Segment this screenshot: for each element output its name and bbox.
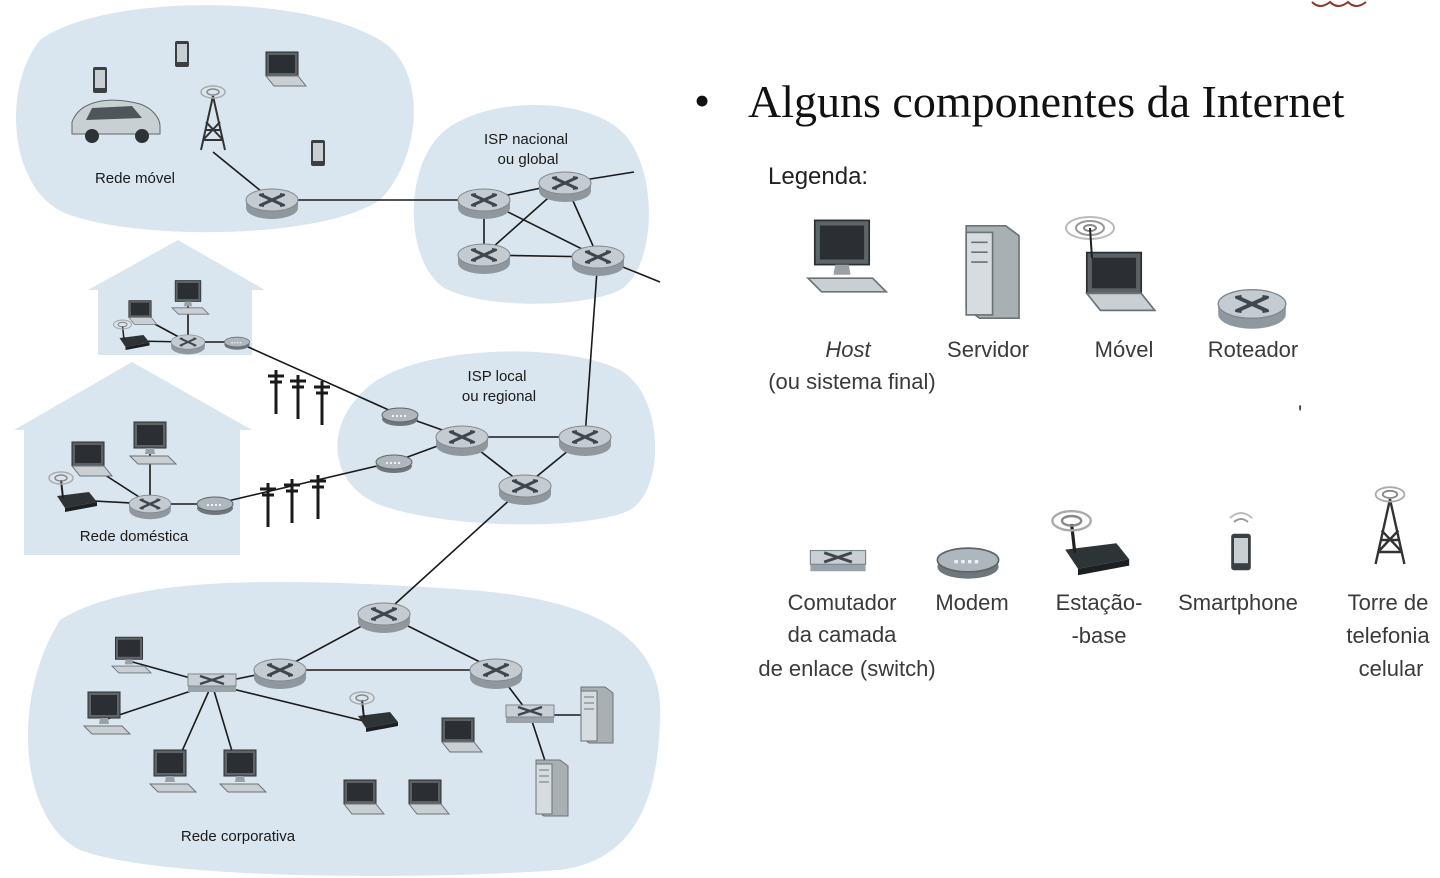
legend-modem-icon (935, 546, 1001, 581)
legend-switch-label-line2: da camada (788, 622, 898, 647)
utility-poles-lower (258, 473, 328, 529)
legend-cell-tower-icon (1374, 486, 1406, 566)
host-icon (807, 219, 888, 293)
utility-poles-upper (266, 368, 332, 427)
router-icon (537, 170, 593, 204)
modem-icon (196, 496, 234, 516)
smartphone-icon (311, 140, 325, 166)
smartphone-icon (93, 67, 107, 93)
legend-cell-tower-label-line2: telefonia (1346, 623, 1430, 648)
home-network-label: Rede doméstica (80, 528, 189, 545)
local-isp-cloud (337, 351, 656, 525)
modem-icon (223, 336, 251, 351)
router-icon (456, 187, 512, 221)
legend-smartphone-label: Smartphone (1178, 590, 1298, 615)
legend-switch-label-line1: Comutador (788, 590, 897, 615)
legend-mobile-label: Móvel (1095, 337, 1154, 362)
legend-cell-tower-label-line3: celular (1359, 656, 1424, 681)
modem-icon (375, 454, 413, 474)
router-icon (356, 601, 412, 635)
wifi-signal-icon (1065, 216, 1115, 259)
legend-server-icon (965, 224, 1020, 320)
router-icon (434, 424, 490, 458)
legend-base-station-label-line1: Estação- (1056, 590, 1143, 615)
national-isp-label-line1: ISP nacional (484, 131, 568, 148)
mobile-network-cloud (15, 5, 414, 233)
legend-smartphone-icon (1231, 533, 1251, 571)
legend-title: Legenda: (768, 163, 868, 190)
smartphone-signal-icon (1229, 512, 1253, 523)
slide-heading: Alguns componentes da Internet (748, 76, 1345, 127)
smartphone-icon (175, 41, 189, 67)
corporate-network-cloud (27, 581, 661, 876)
legend-mobile-icon (1085, 251, 1156, 312)
legend-server-label: Servidor (947, 337, 1029, 362)
switch-icon (504, 703, 556, 725)
legend-base-station-icon (1050, 509, 1131, 577)
local-isp-label-line1: ISP local (468, 368, 527, 385)
legend-switch-label-line3: de enlace (switch) (758, 656, 935, 681)
router-icon (127, 493, 173, 521)
router-icon (570, 244, 626, 278)
heading-bullet: • (694, 75, 710, 126)
mobile-network-label: Rede móvel (95, 170, 175, 187)
router-icon (244, 187, 300, 221)
legend-cell-tower-label-line1: Torre de (1348, 590, 1429, 615)
legend-switch-icon (808, 549, 868, 573)
corporate-network-label: Rede corporativa (181, 828, 296, 845)
legend-host-sublabel: (ou sistema final) (768, 369, 936, 394)
legend-modem-label: Modem (935, 590, 1008, 615)
router-icon (252, 657, 308, 691)
server-icon (580, 686, 614, 744)
legend-router-icon (1216, 287, 1288, 331)
modem-icon (381, 407, 419, 427)
router-icon (497, 473, 553, 507)
switch-icon (186, 672, 238, 694)
logo-fragment (1311, 0, 1367, 7)
legend-host-label: Host (825, 337, 871, 362)
router-icon (557, 424, 613, 458)
stray-mark: ' (1298, 401, 1302, 426)
router-icon (456, 242, 512, 276)
router-icon (170, 333, 206, 356)
local-isp-label-line2: ou regional (462, 388, 536, 405)
legend-base-station-label-line2: -base (1071, 623, 1126, 648)
national-isp-label-line2: ou global (498, 151, 559, 168)
server-icon (535, 759, 569, 817)
car-icon (71, 99, 161, 143)
legend-router-label: Roteador (1208, 337, 1299, 362)
router-icon (468, 657, 524, 691)
